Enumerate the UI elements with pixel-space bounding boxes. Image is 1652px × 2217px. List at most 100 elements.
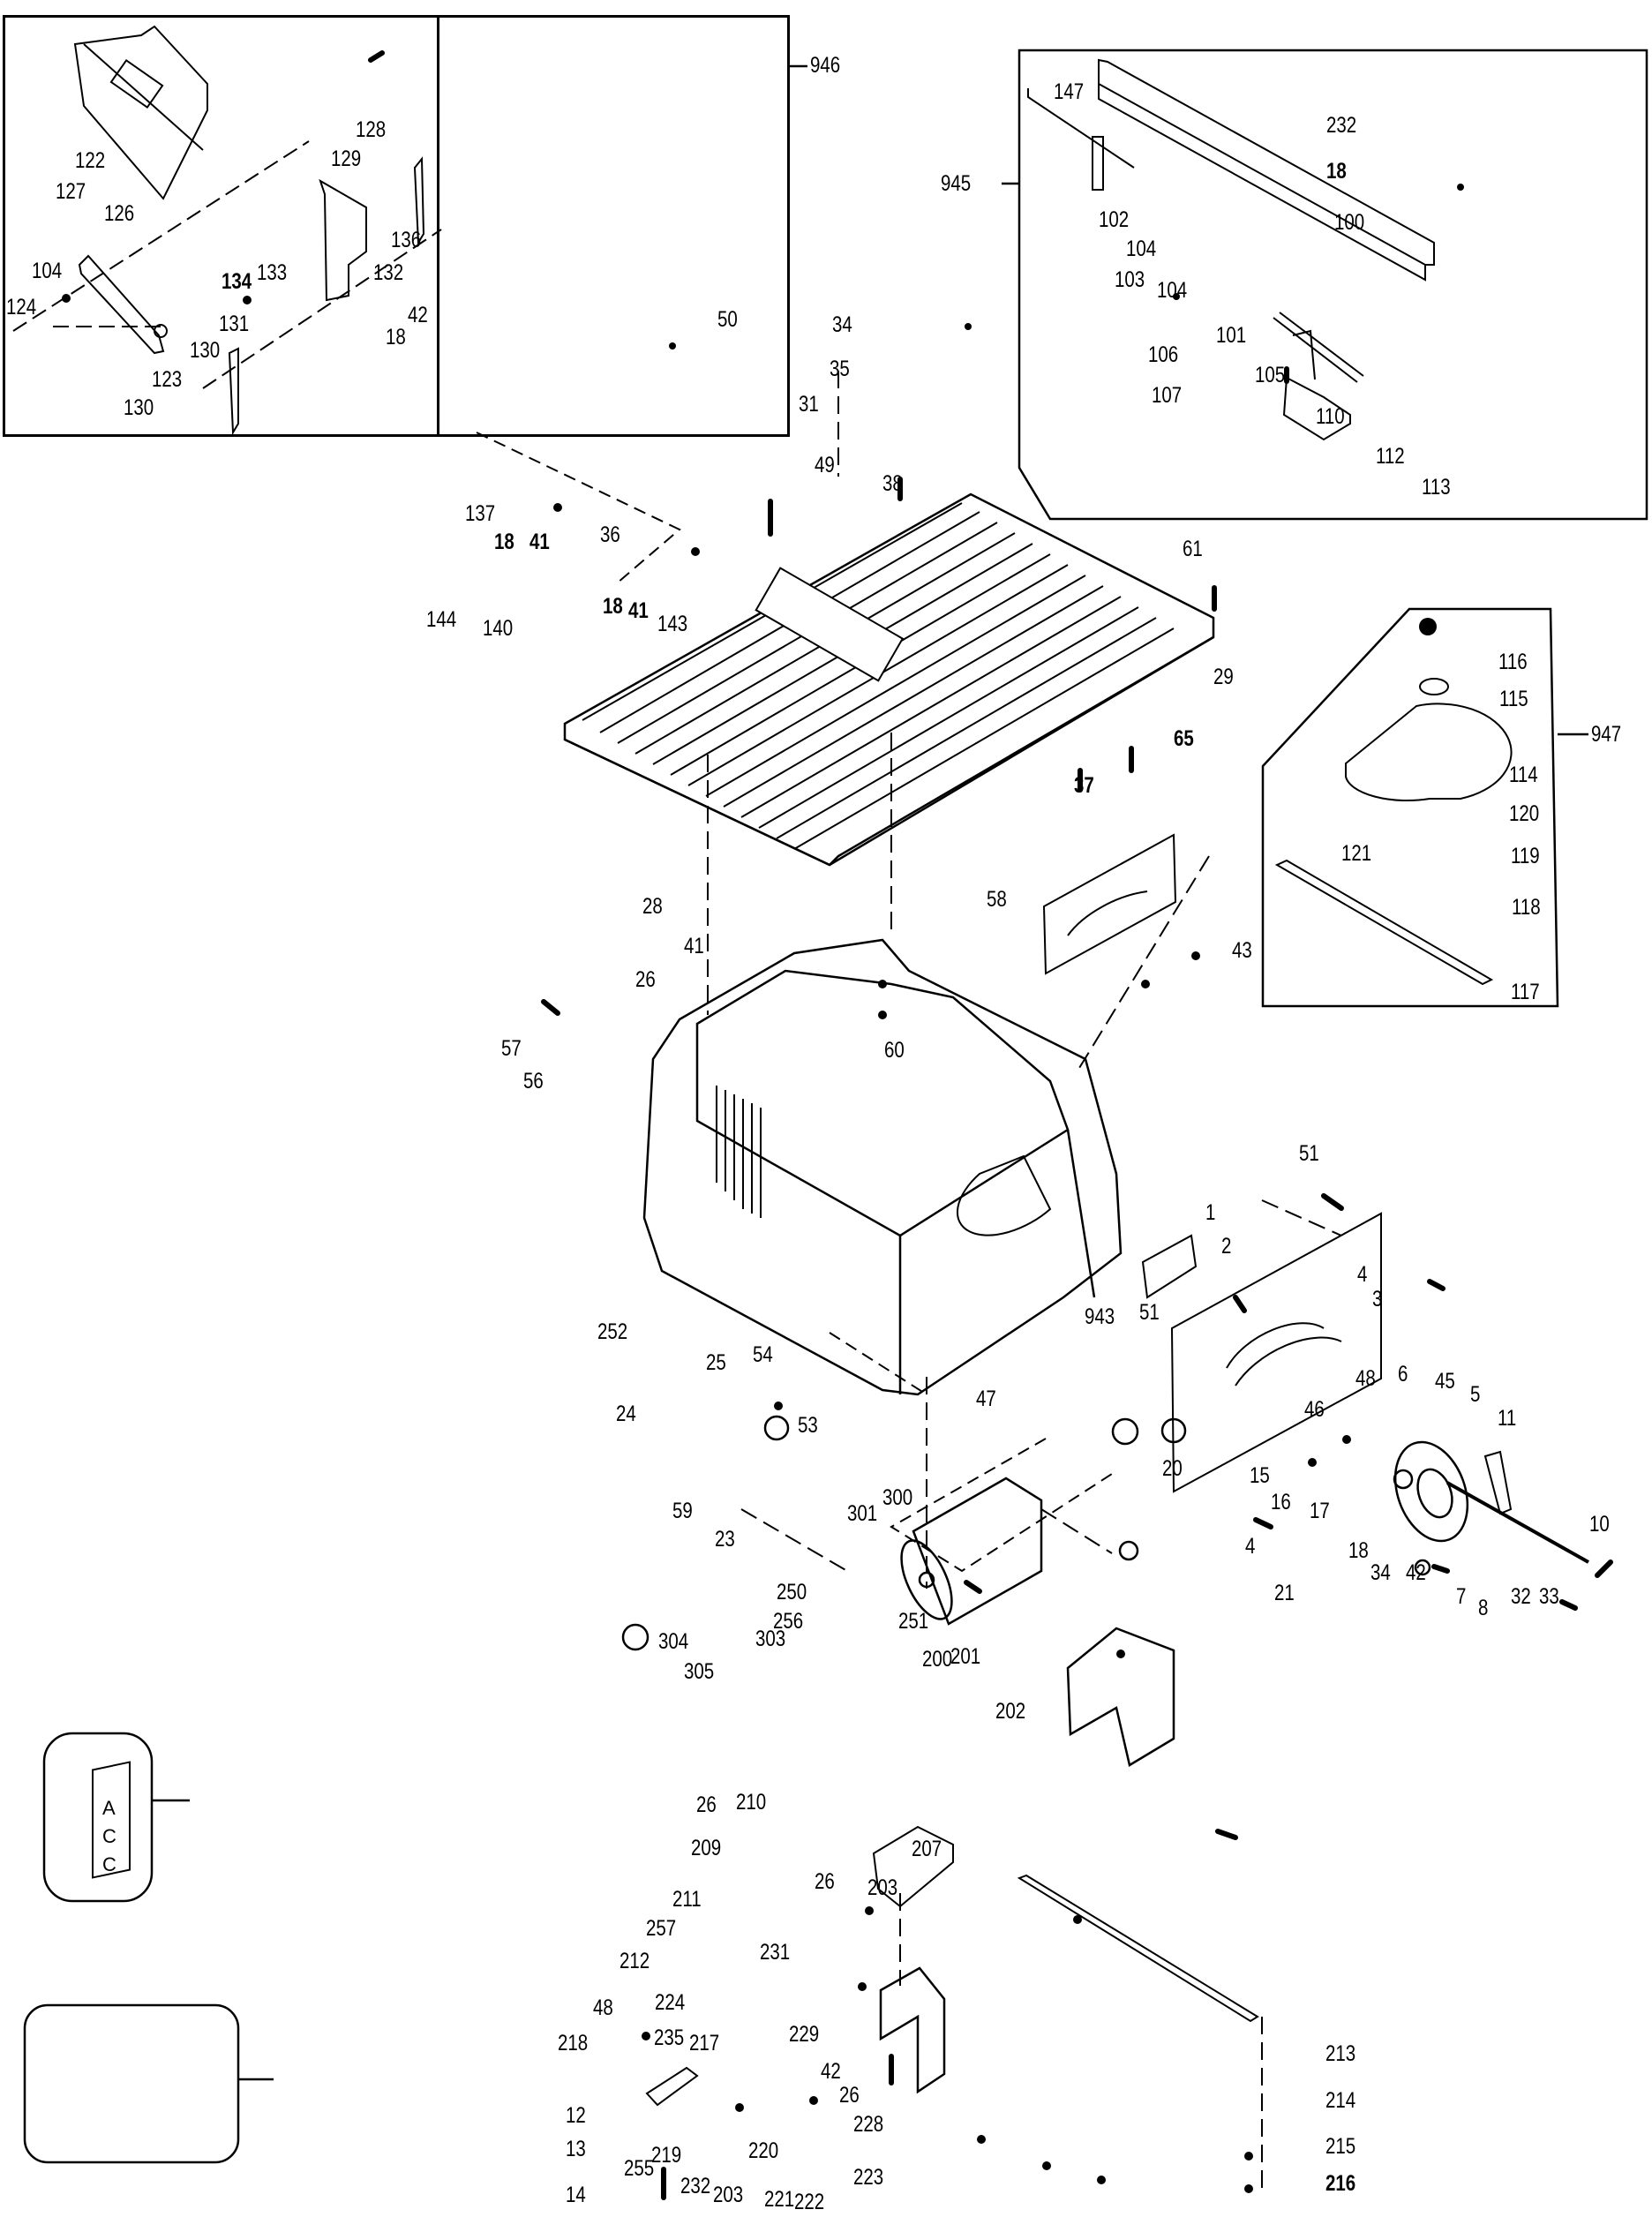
part-label-250: 250 [777, 1580, 807, 1605]
part-label-38: 38 [882, 471, 903, 496]
elevation-shaft-11 [1446, 1481, 1589, 1564]
part-label-35: 35 [830, 357, 850, 381]
part-label-301: 301 [847, 1501, 878, 1526]
part-label-116: 116 [1498, 650, 1528, 674]
part-label-4: 4 [1357, 1262, 1368, 1287]
part-label-224: 224 [655, 1990, 686, 2015]
part-label-223: 223 [853, 2165, 884, 2190]
part-label-18: 18 [386, 325, 406, 349]
part-label-26: 26 [635, 967, 656, 992]
part-label-946: 946 [810, 53, 841, 78]
fence-clamp-105 [1282, 329, 1351, 441]
part-label-122: 122 [75, 148, 106, 173]
part-label-8: 8 [1478, 1596, 1489, 1620]
part-label-252: 252 [597, 1319, 628, 1344]
part-label-137: 137 [465, 501, 496, 526]
part-label-101: 101 [1216, 323, 1247, 348]
rip-fence-rail-100 [1098, 58, 1435, 282]
scale-plate-58 [1042, 833, 1177, 975]
part-label-202: 202 [995, 1699, 1026, 1724]
part-label-2: 2 [1221, 1234, 1232, 1259]
part-label-15: 15 [1250, 1463, 1270, 1488]
part-label-130: 130 [124, 395, 154, 420]
part-label-45: 45 [1435, 1369, 1455, 1394]
part-label-29: 29 [1213, 665, 1234, 689]
part-label-41: 41 [628, 598, 649, 623]
part-label-37: 37 [1074, 773, 1094, 798]
part-label-124: 124 [6, 295, 37, 319]
part-label-945: 945 [941, 171, 972, 196]
part-label-36: 36 [600, 522, 620, 547]
part-label-132: 134 [222, 269, 252, 294]
part-label-18: 18 [1348, 1538, 1369, 1563]
part-label-51: 51 [1299, 1141, 1319, 1166]
part-label-34: 34 [832, 312, 852, 337]
part-label-140: 140 [483, 616, 514, 641]
rip-fence-assembly-box [1017, 49, 1648, 521]
part-label-32: 32 [1511, 1584, 1531, 1609]
bevel-scale-2 [1141, 1234, 1198, 1299]
part-label-257: 257 [646, 1916, 677, 1941]
guard-support-123 [78, 254, 168, 355]
part-label-105: 105 [1255, 363, 1286, 387]
part-label-107: 107 [1152, 383, 1183, 408]
part-label-46: 46 [1304, 1397, 1325, 1422]
part-label-222: 222 [794, 2190, 825, 2214]
part-label-51: 51 [1139, 1300, 1160, 1325]
part-label-3: 3 [1372, 1287, 1383, 1311]
part-label-13: 13 [566, 2137, 586, 2161]
screws [368, 50, 1613, 2200]
part-label-6: 6 [1398, 1362, 1408, 1387]
part-label-120: 120 [1509, 801, 1540, 826]
part-label-42: 42 [821, 2059, 841, 2084]
part-label-114: 114 [1509, 763, 1538, 787]
acc-label-box [42, 1732, 154, 1903]
part-label-127: 127 [56, 179, 86, 204]
part-label-102: 102 [1099, 207, 1130, 232]
part-label-203: 203 [713, 2183, 744, 2207]
part-label-219: 219 [651, 2143, 682, 2168]
part-label-201: 201 [950, 1644, 981, 1669]
part-label-18: 18 [603, 594, 623, 619]
part-label-24: 24 [616, 1402, 636, 1426]
part-label-4: 4 [1245, 1534, 1256, 1559]
part-label-31: 31 [799, 392, 819, 417]
part-label-58: 58 [987, 887, 1007, 912]
part-label-21: 21 [1274, 1581, 1295, 1605]
part-label-48: 48 [1355, 1366, 1376, 1391]
part-label-228: 228 [853, 2112, 884, 2137]
part-label-130: 130 [190, 338, 221, 363]
washers [621, 1415, 1431, 1651]
part-label-104: 104 [32, 259, 63, 283]
saw-base-1 [642, 938, 1123, 1396]
part-label-33: 33 [1539, 1584, 1559, 1609]
part-label-16: 16 [1271, 1490, 1291, 1514]
part-label-34: 34 [1370, 1560, 1391, 1585]
lock-rod-102 [1027, 88, 1135, 169]
part-label-12: 12 [566, 2103, 586, 2128]
part-label-49: 49 [815, 453, 835, 477]
part-label-47: 47 [976, 1387, 996, 1411]
part-label-61: 61 [1183, 537, 1203, 561]
part-label-7: 7 [1456, 1584, 1467, 1609]
bracket-217 [879, 1966, 946, 2094]
part-label-121: 121 [1341, 841, 1372, 866]
part-label-203: 203 [867, 1875, 898, 1900]
part-label-50: 50 [717, 307, 738, 332]
part-label-123: 123 [152, 367, 183, 392]
part-label-14: 14 [566, 2183, 586, 2207]
part-label-215: 215 [1325, 2134, 1356, 2159]
part-label-216: 216 [1325, 2171, 1356, 2196]
riving-plate-129 [319, 178, 367, 302]
part-label-210: 210 [736, 1790, 767, 1815]
part-label-229: 229 [789, 2022, 820, 2047]
part-label-26: 26 [696, 1792, 717, 1817]
part-label-25: 25 [706, 1350, 726, 1375]
table-top [563, 492, 1215, 867]
part-label-23: 23 [715, 1527, 735, 1552]
part-label-200: 200 [922, 1647, 953, 1672]
part-label-943: 943 [1085, 1304, 1115, 1329]
part-label-300: 300 [882, 1485, 913, 1510]
part-label-11: 11 [1498, 1406, 1517, 1431]
